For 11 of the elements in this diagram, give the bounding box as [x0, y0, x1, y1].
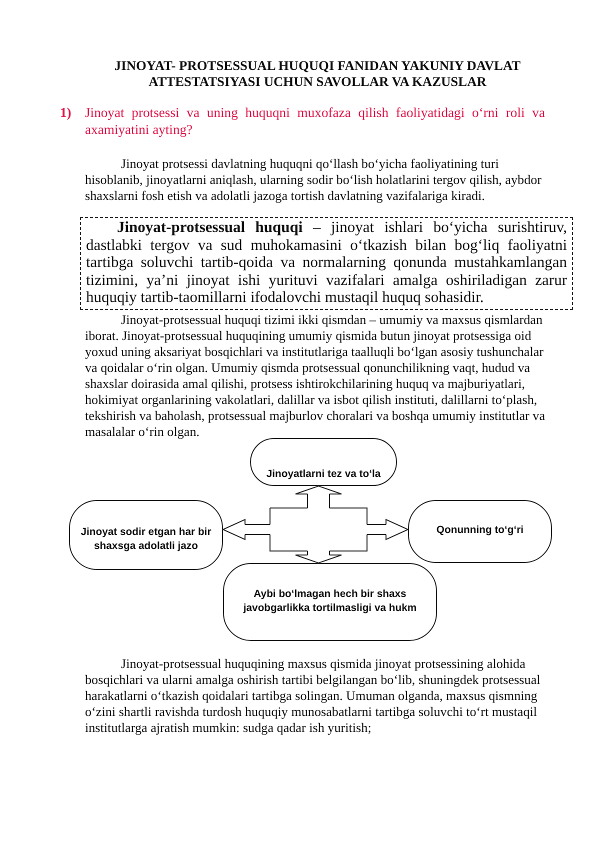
paragraph: Jinoyat-protsessual huquqining maxsus qismida jinoyat protsessining alohida bosqichlari va ularni amalga oshirish tartibi belgilangan bo‘lib, shuningdek protsessual harakatlarni o‘tkazish qoidalari tartibga solingan. Umuman olganda, maxsus qismning o‘zini shartli ravishda turdosh huquqiy munosabatlarni tartibga soluvchi to‘rt mustaqil institutlarga ajratish mumkin: sudga qadar ish yuritish; — [85, 656, 542, 736]
definition-box: Jinoyat-protsessual huquqi – jinoyat ishlari bo‘yicha surishtiruv, dastlabki tergov va sud muhokamasini o‘tkazish bilan bog‘liq faoliyatni tartibga soluvchi tartib-qoida va normalarning qonunda mustahkamlangan tizimini, ya’ni jinoyat ishi yurituvi vazifalari amalga oshiriladigan zarur huquqiy tartib-taomillarni ifodalovchi mustaqil huquq sohasidir. — [80, 217, 573, 310]
rounded-box: Jinoyat sodir etgan har bir shaxsga adolatli jazo — [69, 500, 223, 570]
rounded-box: Qonunning to‘g‘ri — [408, 500, 552, 563]
question-text: Jinoyat protsessi va uning huquqni muxofaza qilish faoliyatidagi o‘rni roli va axamiyatini ayting? — [85, 105, 545, 138]
title: JINOYAT- PROTSESSUAL HUQUQI FANIDAN YAKUNIY DAVLAT ATTESTATSIYASI UCHUN SAVOLLAR VA KAZUSLAR — [113, 58, 522, 90]
rounded-box: Jinoyatlarni tez va to‘la — [250, 438, 397, 486]
question-number: 1) — [60, 105, 72, 122]
rounded-box: Aybi bo‘lmagan hech bir shaxs javobgarlikka tortilmasligi va hukm — [223, 562, 437, 641]
paragraph: Jinoyat protsessi davlatning huquqni qo‘llash bo‘yicha faoliyatining turi hisoblanib, jinoyatlarni aniqlash, ularning sodir bo‘lish holatlarini tergov qilish, aybdor shaxslarni fosh etish va adolatli jazoga tortish davlatning vazifalariga kiradi. — [85, 156, 543, 204]
paragraph: Jinoyat-protsessual huquqi tizimi ikki qismdan – umumiy va maxsus qismlardan iborat. Jinoyat-protsessual huquqining umumiy qismida butun jinoyat protsessiga oid yoxud uning aksariyat bosqichlari va institutlariga taalluqli bo‘lgan asosiy tushunchalar va qoidalar o‘rin olgan. Umumiy qismda protsessual qonunchilikning vaqt, hudud va shaxslar doirasida amal qilishi, protsess ishtirokchilarining huquq va majburiyatlari, hokimiyat organlarining vakolatlari, dalillar va isbot qilish instituti, dalillarni to‘plash, tekshirish va baholash, protsessual majburlov choralari va boshqa umumiy institutlar va masalalar o‘rin olgan. — [85, 312, 545, 440]
